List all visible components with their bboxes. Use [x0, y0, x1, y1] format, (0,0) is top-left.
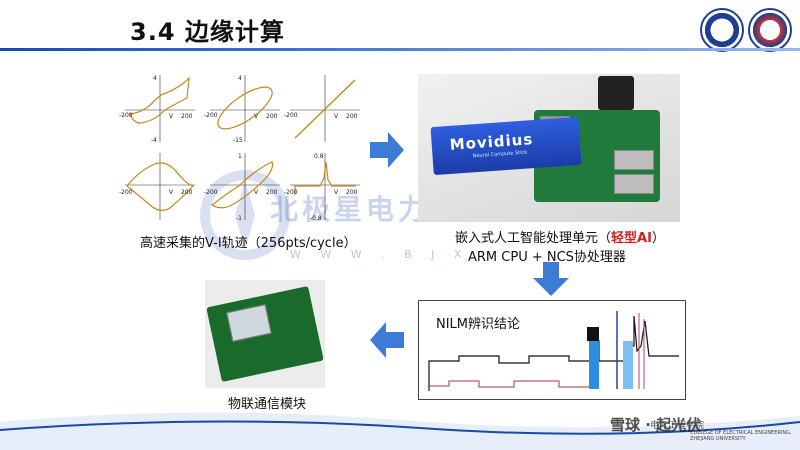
tick-pos-5: 200 — [266, 189, 278, 196]
nilm-chart — [418, 300, 686, 400]
vi-plot-5: -200 200 V 1 -1 — [204, 153, 280, 222]
vi-plot-3: -200 200 V — [284, 75, 360, 142]
vi-plot-1: -200 200 V 4 -4 — [119, 75, 195, 144]
arrow-left-icon — [370, 322, 404, 358]
ytick-1a: 4 — [153, 75, 157, 82]
tick-neg-1: -200 — [119, 112, 133, 119]
tick-neg-3: -200 — [284, 112, 298, 119]
axis-v-4: V — [169, 189, 174, 196]
arrow-right-icon — [370, 132, 404, 168]
ytick-2b: -15 — [233, 137, 243, 144]
axis-v-6: V — [334, 189, 339, 196]
arrow-down-icon — [533, 262, 569, 296]
ytick-5b: -1 — [236, 215, 242, 222]
slide-title: 3.4 边缘计算 — [130, 18, 285, 46]
vi-plot-4: -200 200 V — [119, 153, 195, 220]
footer-brand: 雪球 · 起光伏 — [610, 416, 702, 434]
tick-pos-6: 200 — [346, 189, 358, 196]
college-logo — [748, 8, 792, 52]
ytick-5a: 1 — [238, 153, 242, 160]
ytick-6a: 0.8 — [314, 153, 324, 160]
ytick-1b: -4 — [151, 137, 157, 144]
vi-trajectory-plots: -200 200 V 4 -4 -200 200 V 4 -15 — [119, 75, 360, 222]
title-underline — [0, 48, 800, 51]
vi-trajectory-caption: 高速采集的V-I轨迹（256pts/cycle） — [140, 236, 357, 251]
tick-pos-3: 200 — [346, 113, 358, 120]
tick-neg-5: -200 — [204, 189, 218, 196]
tick-pos-4: 200 — [181, 189, 193, 196]
hdmi-plug — [598, 76, 634, 110]
iot-caption: 物联通信模块 — [228, 397, 307, 412]
axis-v-1: V — [169, 113, 174, 120]
tick-neg-4: -200 — [119, 189, 133, 196]
vi-trajectory-grid: -200 200 V 4 -4 -200 200 V 4 -15 — [115, 70, 360, 225]
tick-neg-2: -200 — [204, 112, 218, 119]
movidius-stick: Movidius Neural Compute Stick — [430, 116, 582, 176]
footer-dept: 电气工程学院 — [650, 421, 705, 431]
axis-v-2: V — [254, 113, 259, 120]
ytick-6b: -0.8 — [310, 215, 322, 222]
tick-pos-1: 200 — [181, 113, 193, 120]
footer-college: COLLEGE OF ELECTRICAL ENGINEERING, ZHEJI… — [690, 430, 792, 442]
axis-v-3: V — [334, 113, 339, 120]
nilm-waveform — [428, 311, 679, 391]
hardware-caption-line1: 嵌入式人工智能处理单元（轻型AI） — [455, 231, 665, 246]
footer-wave — [0, 412, 800, 450]
hardware-caption-line2: ARM CPU + NCS协处理器 — [468, 250, 626, 265]
hardware-emphasis: 轻型AI — [611, 231, 652, 246]
vi-plot-2: -200 200 V 4 -15 — [204, 75, 280, 144]
zju-logo — [700, 8, 744, 52]
ytick-2a: 4 — [238, 75, 242, 82]
nilm-caption: NILM辨识结论 — [436, 317, 521, 332]
tick-neg-6: -200 — [284, 189, 298, 196]
hardware-photo: Movidius Neural Compute Stick — [418, 74, 680, 222]
watermark-url: W W W . B J X — [290, 248, 470, 261]
tick-pos-2: 200 — [266, 113, 278, 120]
iot-module-photo — [205, 280, 325, 388]
vi-plot-6: -200 200 V 0.8 -0.8 — [284, 153, 360, 222]
axis-v-5: V — [254, 189, 259, 196]
